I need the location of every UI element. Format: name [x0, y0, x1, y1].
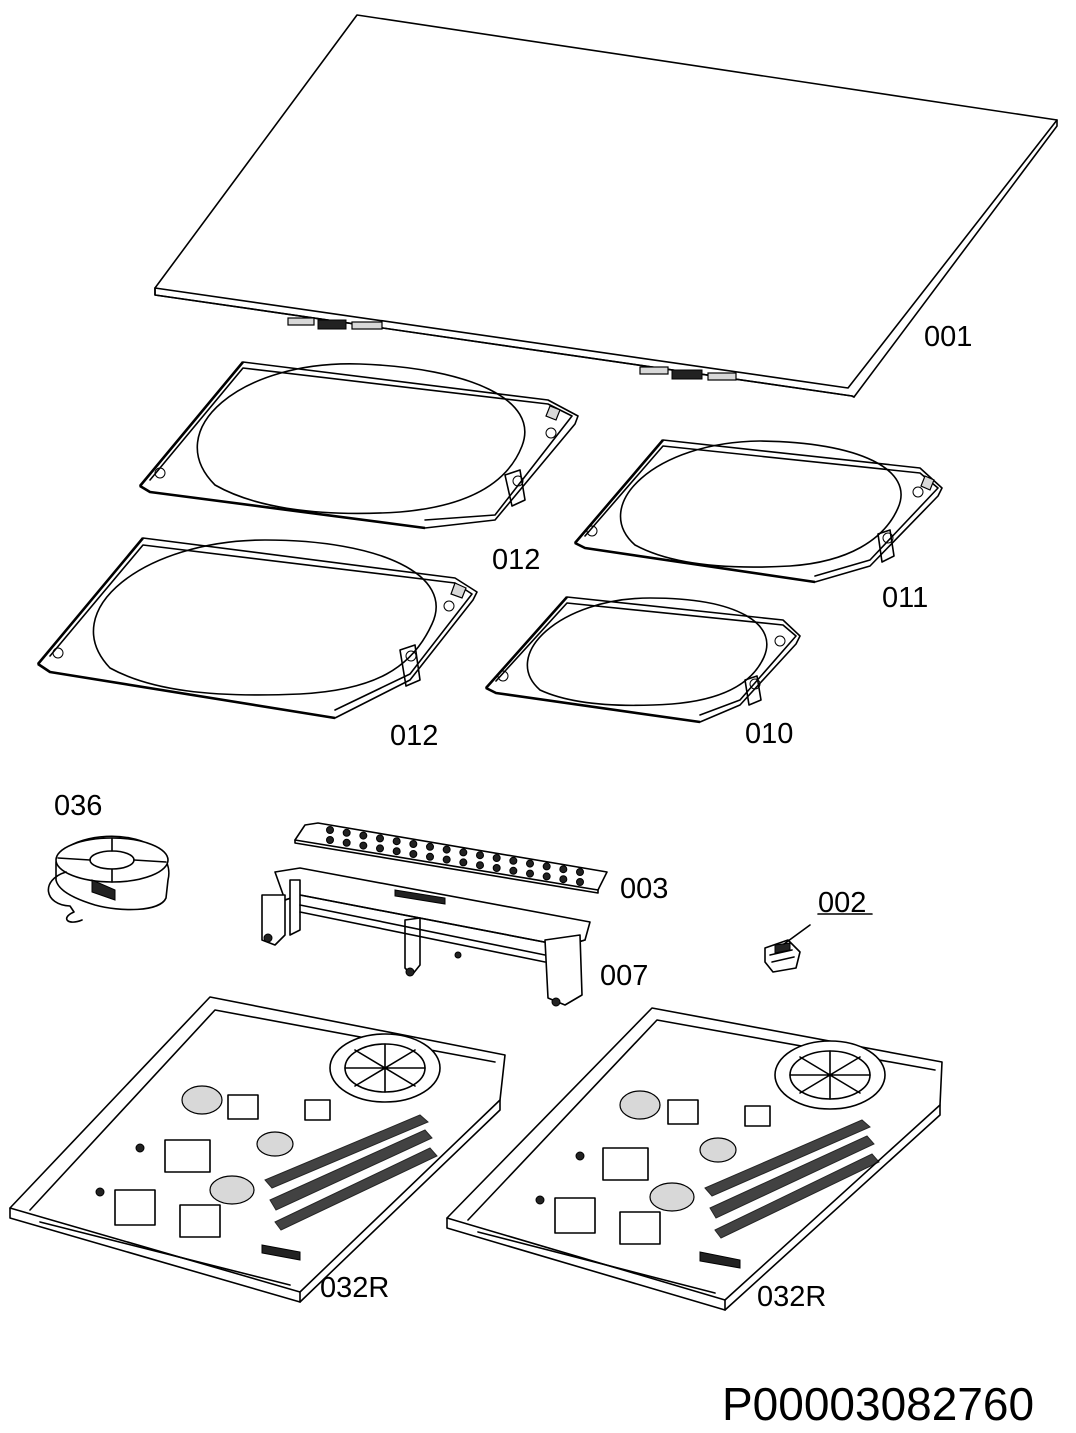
pcb-component-dot	[542, 872, 551, 881]
power-module-032r-left	[9, 996, 506, 1303]
label-011: 011	[882, 582, 928, 614]
induction-coil-012-lower	[37, 537, 478, 720]
pcb-component-dot	[359, 831, 368, 840]
pcb-component-dot	[326, 836, 334, 844]
pcb-component-dot	[492, 854, 501, 862]
pcb-component-dot	[359, 841, 368, 850]
pcb-component-dot	[576, 878, 584, 886]
label-002: 002	[818, 887, 866, 919]
pcb-component-dot	[376, 844, 384, 853]
pcb-component-dot	[409, 850, 418, 858]
label-007: 007	[600, 960, 648, 992]
support-frame-007	[261, 867, 591, 1007]
label-012-upper: 012	[492, 544, 540, 576]
pcb-component-dot	[559, 865, 568, 874]
pcb-component-dot	[442, 845, 451, 854]
induction-coil-011	[574, 439, 943, 584]
pcb-component-dot	[459, 858, 468, 867]
control-pcb-003	[294, 822, 608, 894]
pcb-component-dot	[526, 869, 534, 878]
pcb-component-dot	[542, 862, 551, 871]
pcb-component-dot	[376, 834, 384, 843]
label-032r-left: 032R	[320, 1272, 389, 1304]
pcb-component-dot	[326, 826, 334, 834]
pcb-component-dot	[409, 840, 418, 848]
label-010: 010	[745, 718, 793, 750]
glass-top-plate	[154, 14, 1058, 398]
induction-coil-010	[485, 596, 801, 724]
label-001: 001	[924, 321, 972, 353]
pcb-component-dot	[509, 856, 518, 865]
induction-coil-012-upper	[138, 361, 579, 530]
pcb-component-dot	[342, 828, 351, 837]
power-module-032r-right	[446, 1007, 943, 1311]
document-number: P00003082760	[722, 1378, 1034, 1430]
pcb-component-dot	[392, 847, 401, 856]
label-012-lower: 012	[390, 720, 438, 752]
pcb-components	[326, 826, 584, 886]
pcb-component-dot	[442, 855, 451, 864]
pcb-component-dot	[392, 837, 401, 846]
label-003: 003	[620, 873, 668, 905]
label-032r-right: 032R	[757, 1281, 826, 1313]
label-036: 036	[54, 790, 102, 822]
pcb-component-dot	[476, 861, 484, 870]
pcb-component-dot	[509, 866, 518, 875]
pcb-component-dot	[426, 842, 434, 851]
pcb-component-dot	[526, 859, 534, 868]
terminal-block-002	[764, 913, 873, 973]
pcb-component-dot	[492, 864, 501, 872]
pcb-component-dot	[476, 851, 484, 860]
pcb-component-dot	[559, 875, 568, 884]
pcb-component-dot	[342, 838, 351, 847]
cooling-fan-036	[47, 835, 170, 923]
pcb-component-dot	[426, 852, 434, 861]
pcb-component-dot	[459, 848, 468, 857]
pcb-component-dot	[576, 868, 584, 876]
